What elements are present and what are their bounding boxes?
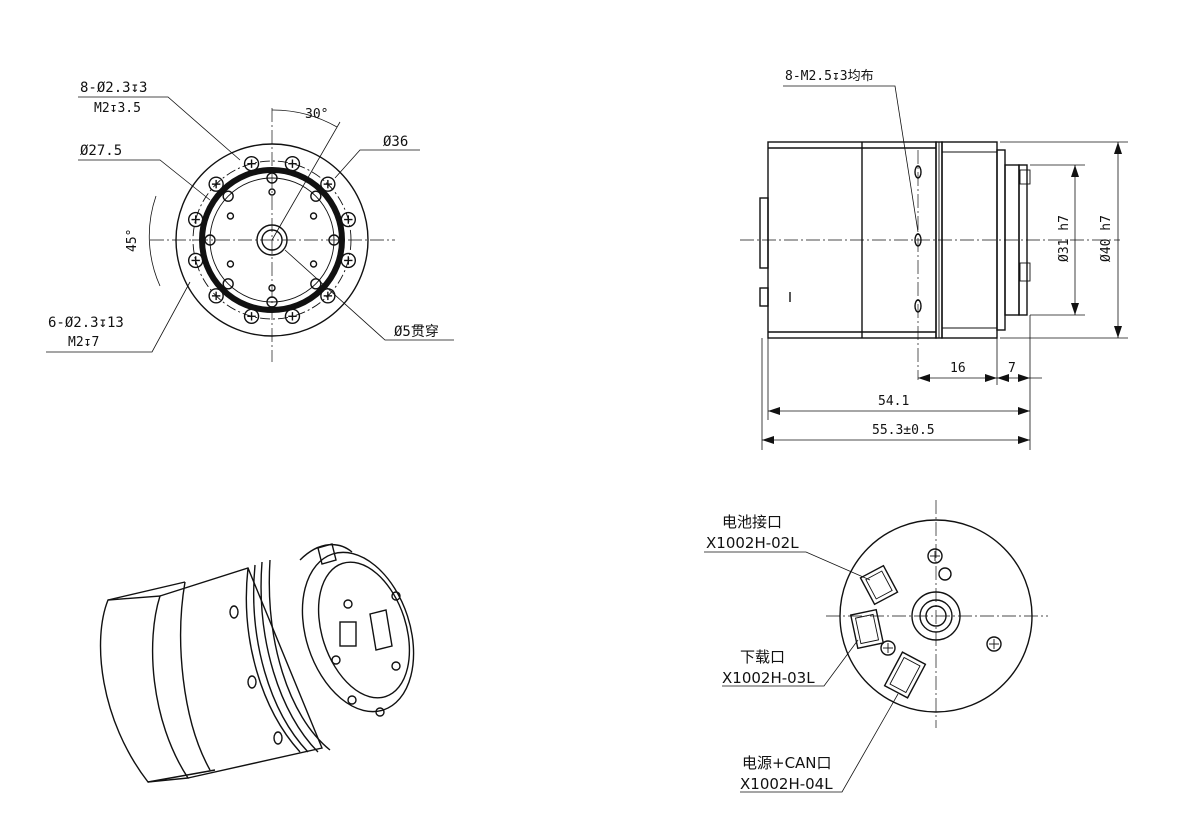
pin-hole bbox=[226, 212, 235, 220]
angle-45-label: 45° bbox=[125, 229, 140, 252]
bolt-hole bbox=[208, 176, 224, 192]
pin-hole bbox=[268, 188, 276, 196]
power-can-port-label: 电源+CAN口 bbox=[742, 754, 832, 772]
pin-hole bbox=[309, 212, 318, 220]
holes-8-label: 8-Ø2.3↧3 bbox=[80, 80, 147, 96]
through-hole-label: Ø5贯穿 bbox=[394, 324, 439, 340]
bolt-hole bbox=[284, 308, 301, 325]
inner-hole bbox=[266, 172, 278, 184]
bolt-hole bbox=[320, 176, 336, 192]
inner-hole bbox=[328, 234, 340, 246]
side-thread-label: 8-M2.5↧3均布 bbox=[785, 69, 874, 84]
rear-view bbox=[704, 500, 1048, 793]
bolt-hole bbox=[187, 211, 204, 228]
inner-hole bbox=[310, 278, 322, 290]
battery-port-label: 电池接口 bbox=[722, 513, 782, 531]
angle-30-label: 30° bbox=[305, 107, 328, 122]
download-port-label: 下载口 bbox=[740, 648, 785, 666]
dim-16-label: 16 bbox=[950, 361, 966, 376]
front-view bbox=[46, 96, 454, 362]
battery-port-part: X1002H-02L bbox=[706, 534, 799, 552]
dia-40-label: Ø40 h7 bbox=[1099, 215, 1114, 262]
download-port-part: X1002H-03L bbox=[722, 669, 815, 687]
inner-hole bbox=[266, 296, 278, 308]
dim-7-label: 7 bbox=[1008, 361, 1016, 376]
inner-hole bbox=[222, 278, 234, 290]
pin-hole bbox=[268, 284, 276, 292]
inner-hole bbox=[204, 234, 216, 246]
power-can-port-part: X1002H-04L bbox=[740, 775, 833, 793]
bolt-hole bbox=[284, 155, 301, 172]
holes-8-thread-label: M2↧3.5 bbox=[94, 101, 141, 116]
bolt-hole bbox=[340, 252, 357, 269]
dia-31-label: Ø31 h7 bbox=[1057, 215, 1072, 262]
holes-6-label: 6-Ø2.3↧13 bbox=[48, 315, 124, 331]
bolt-hole bbox=[243, 308, 260, 325]
bolt-hole bbox=[208, 288, 224, 304]
side-view bbox=[740, 85, 1128, 450]
inner-hole bbox=[222, 190, 234, 202]
isometric-view bbox=[99, 543, 415, 783]
dia-36-label: Ø36 bbox=[383, 134, 408, 150]
holes-6-thread-label: M2↧7 bbox=[68, 335, 99, 350]
dim-55-3-label: 55.3±0.5 bbox=[872, 423, 935, 438]
bolt-hole bbox=[243, 155, 260, 172]
dia-27-5-label: Ø27.5 bbox=[80, 143, 122, 159]
inner-hole bbox=[310, 190, 322, 202]
bolt-hole bbox=[187, 252, 204, 269]
pin-hole bbox=[226, 260, 235, 268]
dim-54-1-label: 54.1 bbox=[878, 394, 909, 409]
pin-hole bbox=[309, 260, 318, 268]
bolt-hole bbox=[340, 211, 357, 228]
